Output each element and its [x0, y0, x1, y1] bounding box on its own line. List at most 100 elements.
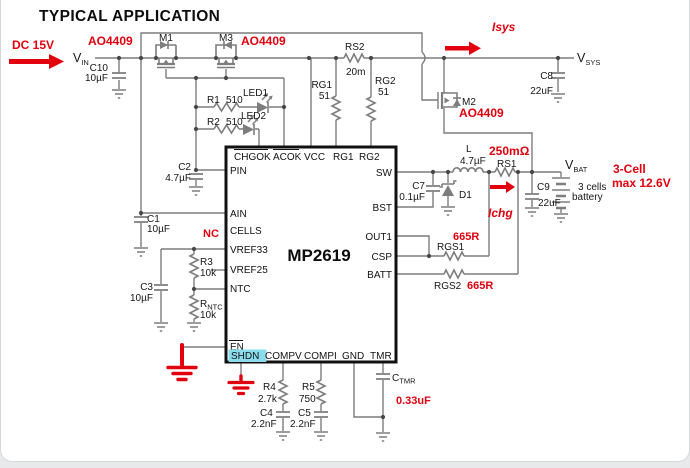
net-vsys: VSYS: [577, 51, 600, 67]
resistor-rs2: [343, 52, 365, 64]
label-ctmr-ref: CTMR: [392, 373, 416, 386]
inductor-l: [452, 167, 484, 173]
label-rgs2: RGS2: [434, 281, 462, 292]
resistor-symbols: [188, 52, 516, 405]
label-rs2-val: 20m: [346, 67, 365, 78]
capacitor-c8: [551, 72, 565, 79]
isys-arrow-icon: [445, 41, 481, 55]
resistor-r4: [277, 379, 289, 405]
label-c1-ref: C1: [147, 214, 160, 225]
pin-vref25: VREF25: [230, 265, 268, 276]
capacitor-ctmr: [376, 373, 390, 380]
label-c3-ref: C3: [140, 282, 153, 293]
label-m2: M2: [462, 97, 476, 108]
capacitor-symbols: [112, 72, 565, 418]
label-c1-val: 10µF: [147, 224, 170, 235]
pin-rg2: RG2: [359, 152, 380, 163]
ic-mp2619-body: [224, 145, 398, 364]
label-c7-val: 0.1µF: [399, 192, 425, 203]
resistor-rs1: [494, 166, 516, 178]
pin-vcc: VCC: [304, 152, 325, 163]
annotation-665r-rgs2: 665R: [467, 280, 493, 292]
net-vin: VIN: [73, 51, 89, 67]
label-r1-val: 510: [226, 95, 243, 106]
pin-shdn: SHDN: [231, 351, 259, 362]
battery-symbol: [552, 177, 570, 210]
pin-en: EN: [230, 342, 244, 353]
annotation-nc: NC: [203, 228, 219, 240]
pin-csp: CSP: [371, 252, 392, 263]
pin-tmr: TMR: [370, 351, 392, 362]
resistor-r5: [315, 379, 327, 405]
capacitor-c2: [189, 173, 203, 180]
label-led2: LED2: [241, 111, 266, 122]
annotation-isys: Isys: [492, 20, 516, 34]
label-r2-val: 510: [226, 117, 243, 128]
annotation-max-voltage: max 12.6V: [612, 176, 671, 190]
label-r4-ref: R4: [263, 382, 276, 393]
annotation-ao4409-m1: AO4409: [88, 34, 133, 48]
diode-d1: [439, 180, 457, 196]
label-c10-val: 10µF: [85, 73, 108, 84]
resistor-rg1: [330, 95, 342, 121]
label-r4-val: 2.7k: [258, 394, 278, 405]
label-m1: M1: [159, 33, 173, 44]
page-title: TYPICAL APPLICATION: [39, 8, 220, 25]
pin-pin: PIN: [230, 166, 247, 177]
input-arrow-icon: [9, 54, 64, 69]
label-r2-ref: R2: [207, 117, 220, 128]
led1-symbol: [257, 93, 273, 113]
resistor-r2: [213, 123, 240, 135]
resistor-rntc: [188, 294, 200, 320]
ic-name: MP2619: [287, 246, 350, 265]
label-d1: D1: [459, 190, 472, 201]
pin-rg1: RG1: [333, 152, 354, 163]
label-c9-ref: C9: [537, 182, 550, 193]
pin-compv: COMPV: [265, 351, 302, 362]
pin-compi: COMPI: [304, 351, 337, 362]
label-l-ref: L: [466, 144, 472, 155]
ichg-arrow-icon: [490, 181, 515, 193]
net-vbat: VBAT: [565, 158, 588, 174]
label-rntc-ref: RNTC: [200, 299, 223, 312]
active-low-overlines: [229, 149, 299, 341]
label-rgs1: RGS1: [437, 242, 465, 253]
mosfet-m3: [215, 41, 237, 69]
label-c4-val: 2.2nF: [251, 419, 277, 430]
label-rntc-val: 10k: [200, 310, 217, 321]
pin-batt: BATT: [367, 270, 392, 281]
label-c2-val: 4.7µF: [165, 173, 191, 184]
capacitor-c10: [112, 72, 126, 79]
pin-gnd: GND: [342, 351, 364, 362]
label-m3: M3: [219, 33, 233, 44]
label-led1: LED1: [243, 88, 268, 99]
pin-bst: BST: [373, 203, 392, 214]
annotation-ao4409-m3: AO4409: [241, 34, 286, 48]
label-rs2-ref: RS2: [345, 42, 365, 53]
label-c4-ref: C4: [260, 408, 273, 419]
label-rg2-ref: RG2: [375, 76, 396, 87]
capacitor-c7: [426, 185, 440, 192]
annotation-3cell: 3-Cell: [613, 162, 646, 176]
annotation-dc-15v: DC 15V: [12, 38, 54, 52]
label-c8-val: 22uF: [530, 86, 553, 97]
resistor-r3: [188, 253, 200, 279]
label-battery-1: 3 cells: [578, 182, 606, 193]
label-c5-val: 2.2nF: [290, 419, 316, 430]
mosfet-m1: [155, 41, 177, 69]
capacitor-c4: [276, 411, 290, 418]
annotation-rs1-value: 250mΩ: [489, 144, 530, 158]
label-c10-ref: C10: [90, 63, 109, 74]
capacitor-c3: [154, 284, 168, 291]
pin-chgok: CHGOK: [234, 152, 271, 163]
junction-dots: [116, 55, 561, 420]
mosfet-m2: [437, 92, 461, 109]
pin-vref33: VREF33: [230, 245, 268, 256]
annotation-ao4409-m2: AO4409: [459, 106, 504, 120]
resistor-rg2: [365, 96, 377, 122]
label-c8-ref: C8: [540, 71, 553, 82]
label-rg1-val: 51: [319, 91, 331, 102]
label-battery-2: battery: [572, 192, 603, 203]
red-ground-en-icon: [166, 343, 198, 382]
